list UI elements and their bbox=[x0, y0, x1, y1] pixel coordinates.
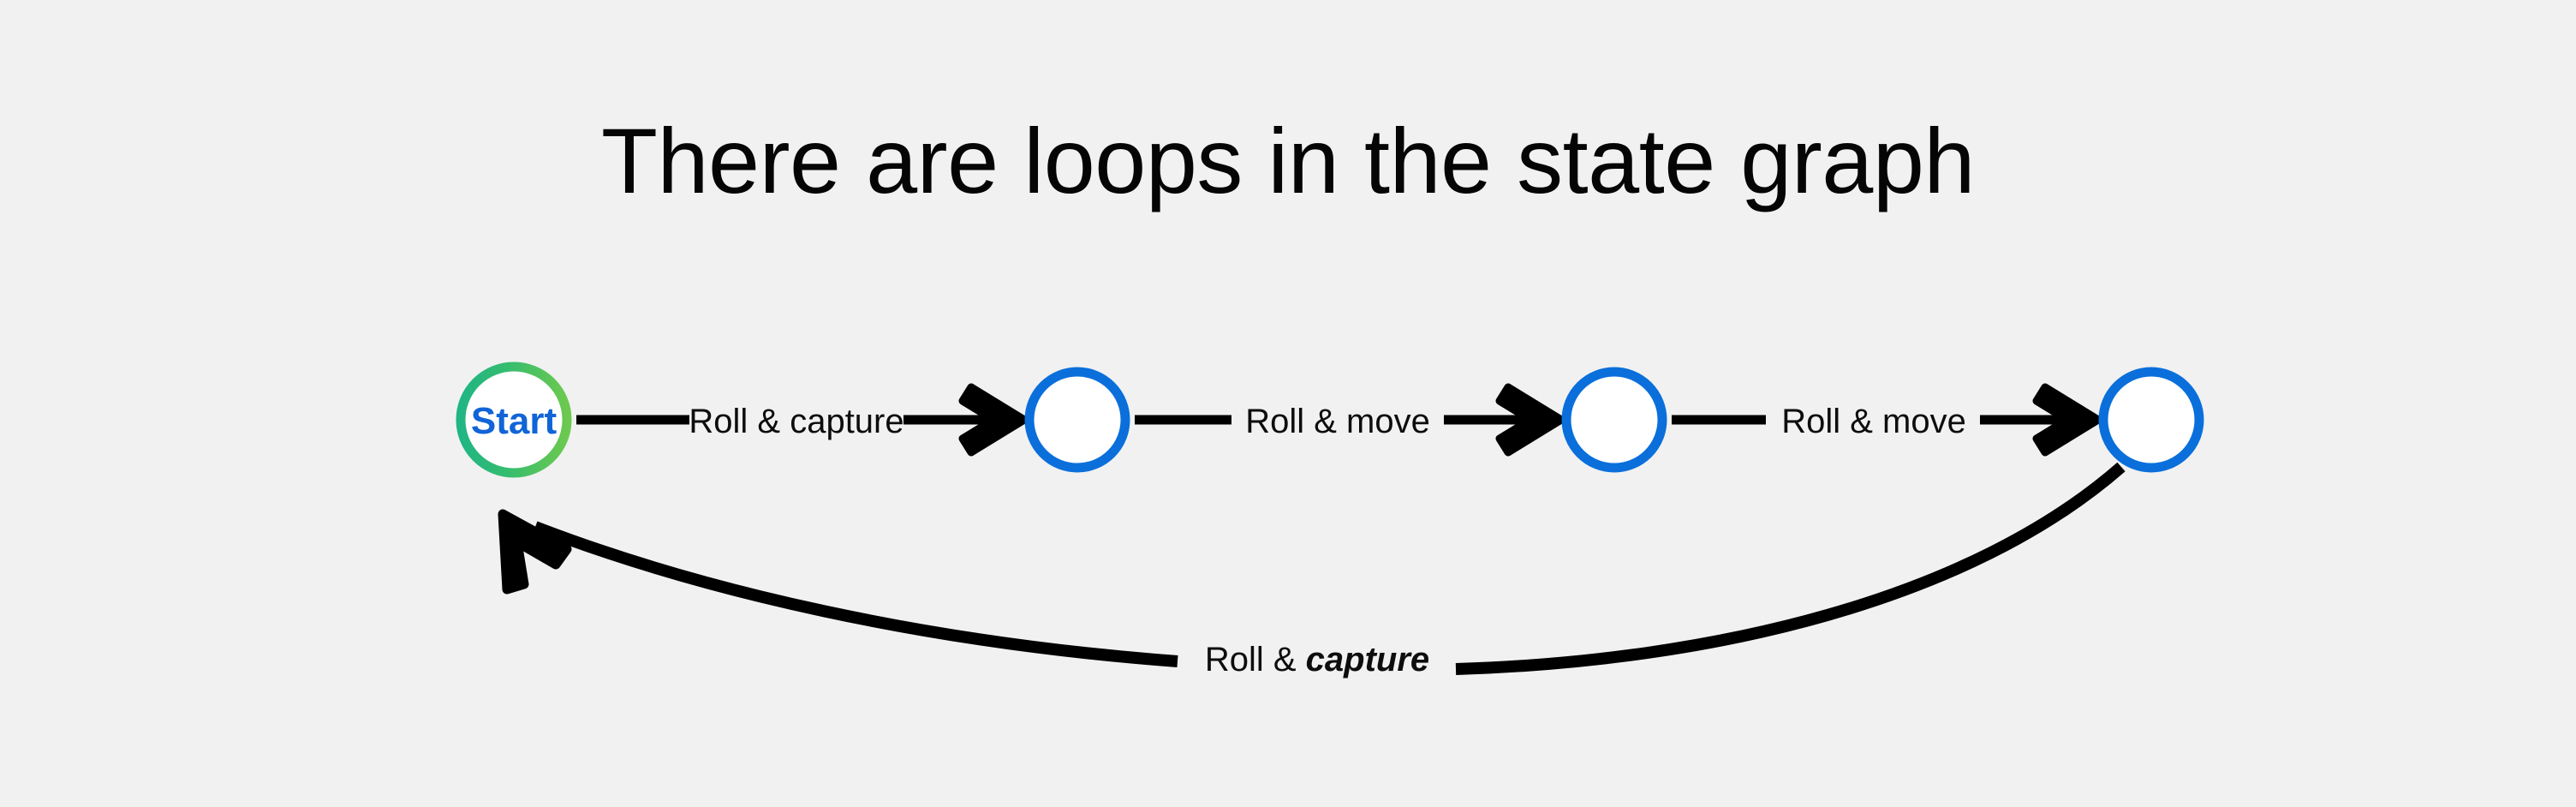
node-state-3[interactable] bbox=[2098, 367, 2204, 473]
arrowhead-icon bbox=[958, 383, 1029, 457]
edge-label-roll-and-move-2: Roll & move bbox=[1781, 404, 1966, 439]
edge-label-emphasis: capture bbox=[1305, 641, 1430, 678]
node-state-1[interactable] bbox=[1024, 367, 1130, 473]
edge-start-to-s1 bbox=[576, 383, 1029, 457]
arrowhead-icon bbox=[1495, 383, 1565, 457]
node-start-label: Start bbox=[470, 400, 558, 442]
node-state-2[interactable] bbox=[1561, 367, 1667, 473]
edge-label-text: Roll & move bbox=[1245, 403, 1430, 440]
edge-label-roll-and-capture-loopback: Roll & capture bbox=[1205, 643, 1429, 677]
edge-label-text: Roll & bbox=[1204, 641, 1306, 678]
edge-s2-to-s3 bbox=[1672, 383, 2102, 457]
loopback-curve-left bbox=[533, 521, 1178, 667]
page-title: There are loops in the state graph bbox=[600, 109, 1976, 212]
arrowhead-icon bbox=[498, 509, 572, 595]
edge-s3-to-start-loopback bbox=[498, 462, 2126, 675]
loopback-curve-right bbox=[1455, 462, 2126, 675]
node-start[interactable] bbox=[456, 362, 572, 478]
arrowhead-icon bbox=[2032, 383, 2102, 457]
edge-label-roll-and-capture: Roll & capture bbox=[689, 404, 903, 439]
edge-s1-to-s2 bbox=[1135, 383, 1565, 457]
edge-label-roll-and-move-1: Roll & move bbox=[1245, 404, 1430, 439]
edge-label-text: Roll & move bbox=[1781, 403, 1966, 440]
edge-label-text: Roll & capture bbox=[689, 403, 904, 440]
